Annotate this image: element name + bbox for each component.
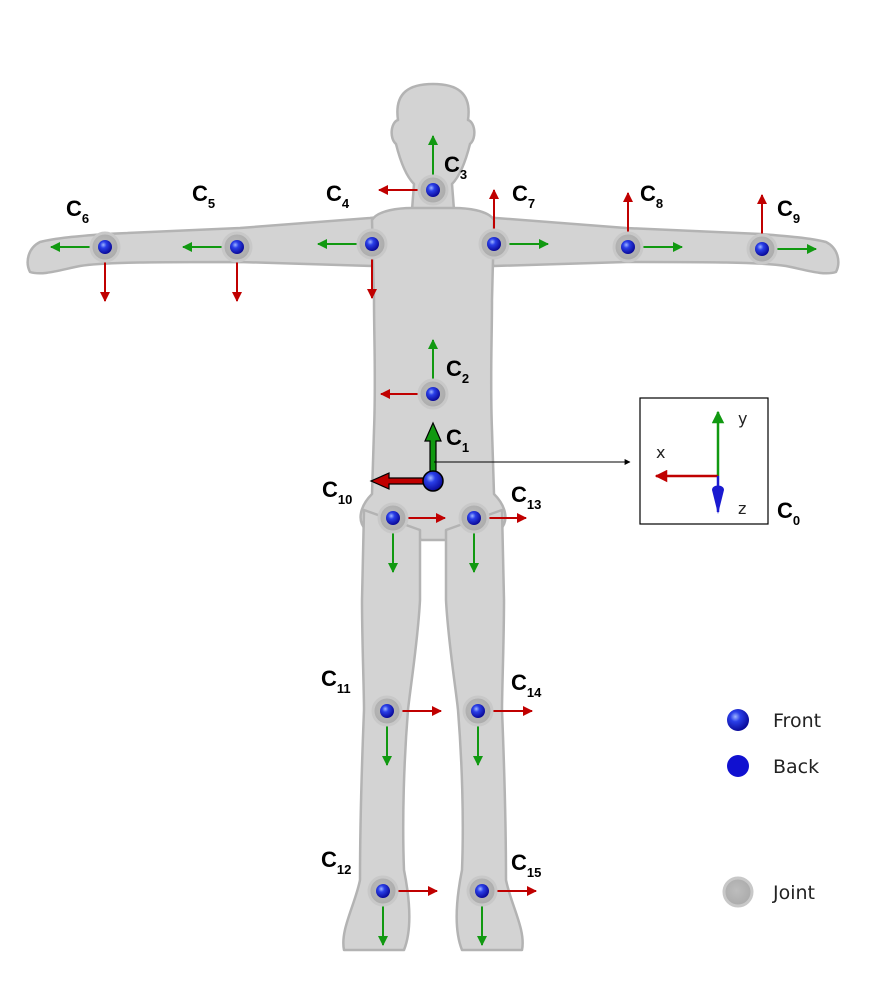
legend-back-icon [727,755,749,777]
legend-joint-icon [722,876,754,908]
c2-marker [426,387,440,401]
legend-front-icon [727,709,749,731]
label-c14: C14 [511,670,542,700]
c11-marker [380,704,394,718]
label-c0: C0 [777,498,800,528]
inset-z-label: z [738,499,746,518]
inset-y-label: y [738,409,747,428]
label-c7: C7 [512,181,535,211]
left-arm-shape [26,216,407,275]
joint-markers [89,174,778,907]
c3-marker [426,183,440,197]
legend-joint-label: Joint [772,882,815,904]
c15-marker [475,884,489,898]
label-c1: C1 [446,425,469,455]
label-c5: C5 [192,181,215,211]
c1-marker [422,470,444,492]
label-c8: C8 [640,181,663,211]
label-c6: C6 [66,196,89,226]
c12-marker [376,884,390,898]
label-c15: C15 [511,850,541,880]
c14-marker [471,704,485,718]
c13-marker [467,511,481,525]
label-c2: C2 [446,356,469,386]
legend-front-label: Front [773,710,821,732]
left-leg-shape [342,508,422,952]
label-c11: C11 [321,666,351,696]
inset-z-arrowhead [712,485,724,514]
label-c9: C9 [777,196,800,226]
legend: Front Back Joint [722,709,821,908]
c4-marker [365,237,379,251]
c9-marker [755,242,769,256]
c10-marker [386,511,400,525]
legend-back-label: Back [773,756,819,778]
label-c3: C3 [444,152,467,182]
inset-frame-c0: x y z C0 [639,397,800,528]
label-c10: C10 [322,477,352,507]
c8-marker [621,240,635,254]
label-c12: C12 [321,847,351,877]
c6-marker [98,240,112,254]
inset-x-label: x [656,443,665,462]
inset-box [639,397,769,525]
joint-labels: C3 C4 C5 C6 C7 C8 C9 C2 C1 C10 C13 C11 C… [66,152,800,880]
label-c13: C13 [511,482,541,512]
c7-marker [487,237,501,251]
c5-marker [230,240,244,254]
right-arm-shape [459,216,840,275]
body-silhouette [26,82,840,952]
label-c4: C4 [326,181,350,211]
